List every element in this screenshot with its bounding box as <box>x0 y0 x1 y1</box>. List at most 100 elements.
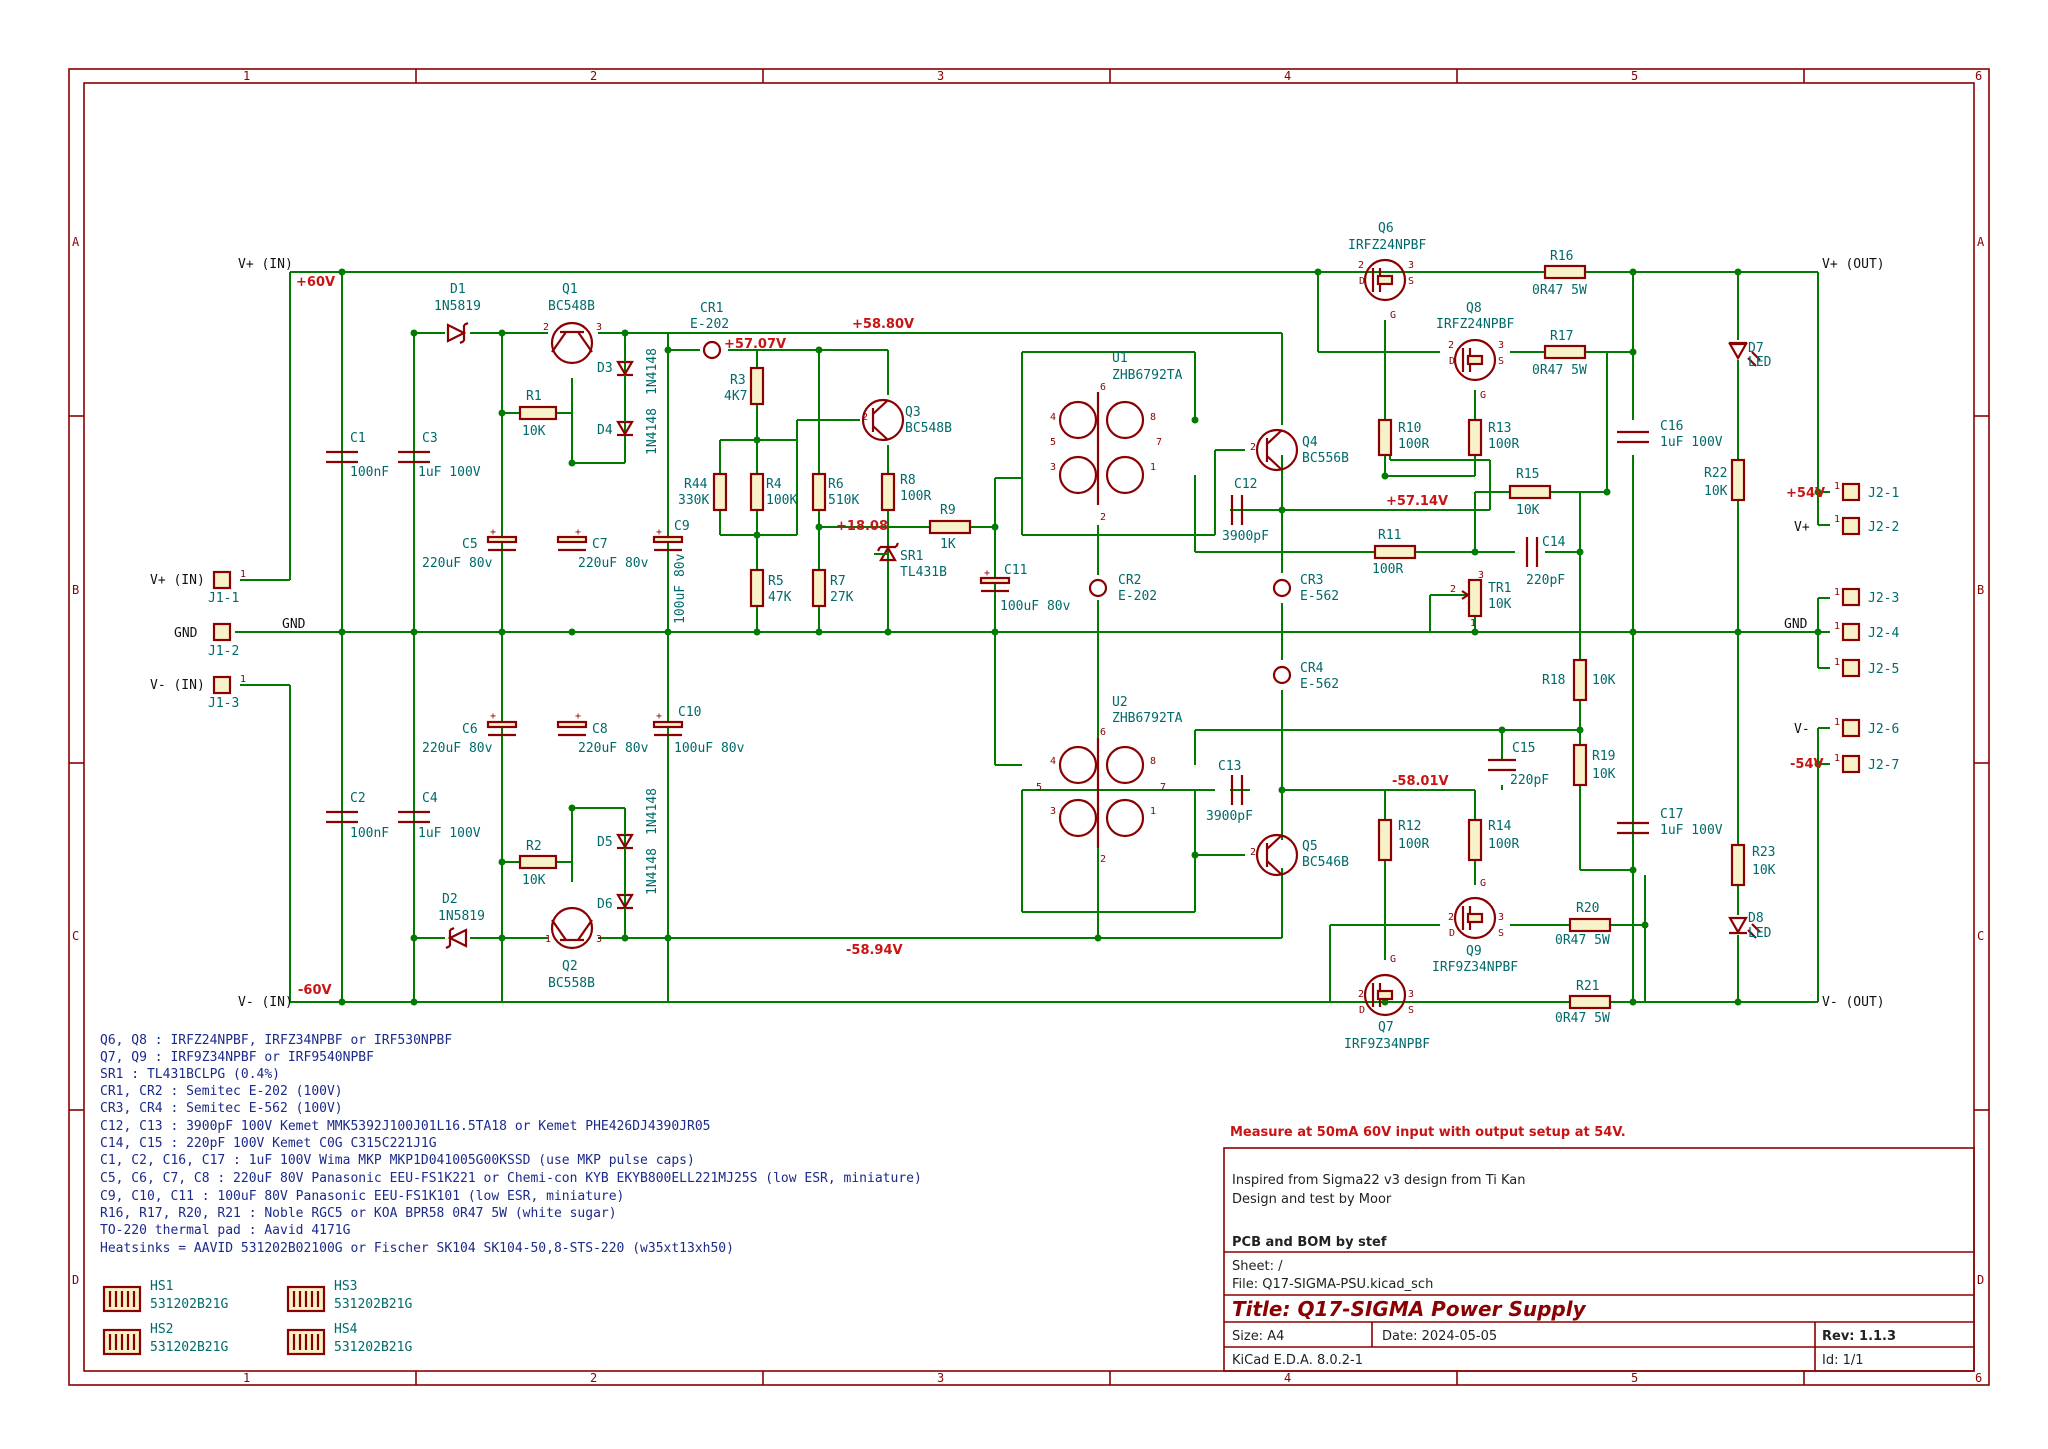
res-R44 <box>712 472 728 512</box>
ref-R13: R13 <box>1488 421 1511 436</box>
note-line-3: SR1 : TL431BCLPG (0.4%) <box>100 1067 280 1082</box>
led-D8 <box>1728 916 1761 939</box>
res-R17 <box>1543 344 1587 360</box>
mosfet-Q6 <box>1363 258 1407 302</box>
ref-C17: C17 <box>1660 807 1683 822</box>
note-line-10: C9, C10, C11 : 100uF 80V Panasonic EEU-F… <box>100 1189 624 1204</box>
ref-C3: C3 <box>422 431 438 446</box>
ref-CR4: CR4 <box>1300 661 1324 676</box>
ecap-C11 <box>979 576 1011 593</box>
pin-Q6-D: D <box>1359 276 1365 287</box>
val-R9: 1K <box>940 537 956 552</box>
pin-U2-3: 3 <box>1050 806 1056 817</box>
pin-U1-7: 7 <box>1156 437 1162 448</box>
val-C3: 1uF 100V <box>418 465 481 480</box>
creg-CR4 <box>1272 665 1292 685</box>
ref-R1: R1 <box>526 389 542 404</box>
val-C2: 100nF <box>350 826 389 841</box>
creg-CR2 <box>1088 578 1108 598</box>
ref-J1-2: J1-2 <box>208 644 239 659</box>
row-label-c-right: C <box>1977 929 1984 943</box>
val-HS1: 531202B21G <box>150 1297 228 1312</box>
cap-C3 <box>398 450 430 464</box>
ref-C10: C10 <box>678 705 701 720</box>
pin-U2-6: 6 <box>1100 727 1106 738</box>
j1-label-vplus: V+ (IN) <box>150 573 205 588</box>
ref-D1: D1 <box>450 282 466 297</box>
measure-note: Measure at 50mA 60V input with output se… <box>1230 1125 1626 1140</box>
ic-U1 <box>1058 392 1145 505</box>
ref-Q5: Q5 <box>1302 839 1318 854</box>
ref-R21: R21 <box>1576 979 1599 994</box>
pin-U1-3: 3 <box>1050 462 1056 473</box>
ref-U2: U2 <box>1112 695 1128 710</box>
note-line-2: Q7, Q9 : IRF9Z34NPBF or IRF9540NPBF <box>100 1050 374 1065</box>
ref-R10: R10 <box>1398 421 1421 436</box>
note-line-5: CR3, CR4 : Semitec E-562 (100V) <box>100 1101 343 1116</box>
ref-C2: C2 <box>350 791 366 806</box>
pin-U1-8: 8 <box>1150 412 1156 423</box>
ref-C14: C14 <box>1542 535 1566 550</box>
ref-C15: C15 <box>1512 741 1535 756</box>
row-label-d-right: D <box>1977 1273 1984 1287</box>
val-R15: 10K <box>1516 503 1540 518</box>
pin-Q8-2: 2 <box>1448 340 1454 351</box>
shunt-SR1 <box>874 542 899 562</box>
pin-Q7-G: G <box>1390 954 1396 965</box>
col-label-2-bottom: 2 <box>590 1371 597 1385</box>
ref-R14: R14 <box>1488 819 1512 834</box>
val-Q7: IRF9Z34NPBF <box>1344 1037 1430 1052</box>
cap-C13 <box>1230 775 1244 805</box>
diode-D2 <box>445 927 468 949</box>
ref-Q2: Q2 <box>562 959 578 974</box>
pin-J2-1: 1 <box>1834 481 1840 492</box>
heatsink-icon-HS4 <box>286 1328 326 1356</box>
ref-J1-3: J1-3 <box>208 696 239 711</box>
res-R16 <box>1543 264 1587 280</box>
ic-U2 <box>1058 738 1145 848</box>
voltage-1808: +18.08 <box>836 519 888 534</box>
pin-Q6-G: G <box>1390 310 1396 321</box>
pin-J1-1: 1 <box>240 569 246 580</box>
val-Q8: IRFZ24NPBF <box>1436 317 1514 332</box>
pin-Q2-3: 3 <box>596 934 602 945</box>
note-line-6: C12, C13 : 3900pF 100V Kemet MMK5392J100… <box>100 1119 710 1134</box>
heatsink-icon-HS1 <box>102 1285 142 1313</box>
pin-Q1-2: 2 <box>543 322 549 333</box>
ref-CR3: CR3 <box>1300 573 1323 588</box>
val-D3: 1N4148 <box>645 408 660 455</box>
val-C11: 100uF 80v <box>1000 599 1071 614</box>
tb-file: File: Q17-SIGMA-PSU.kicad_sch <box>1232 1277 1433 1292</box>
pin-U1-6: 6 <box>1100 382 1106 393</box>
pin-TR1-1: 1 <box>1470 618 1476 629</box>
pin-U1-2: 2 <box>1100 512 1106 523</box>
val-C16: 1uF 100V <box>1660 435 1723 450</box>
component-labels: D1 1N5819 D2 1N5819 Q1 BC548B Q2 BC558B … <box>208 221 1899 1052</box>
ref-Q4: Q4 <box>1302 435 1318 450</box>
ref-HS3: HS3 <box>334 1279 357 1294</box>
pin-C7-plus: + <box>575 527 581 538</box>
pin-Q6-3: 3 <box>1408 260 1414 271</box>
val-D2: 1N5819 <box>438 909 485 924</box>
cap-C14 <box>1525 537 1539 567</box>
ref-HS4: HS4 <box>334 1322 358 1337</box>
pin-J2-4: 1 <box>1834 621 1840 632</box>
net-vminus-out: V- (OUT) <box>1822 995 1885 1010</box>
pin-U2-4: 4 <box>1050 756 1056 767</box>
pin-U2-7: 7 <box>1160 782 1166 793</box>
pin-Q8-G: G <box>1480 390 1486 401</box>
val-C15: 220pF <box>1510 773 1549 788</box>
ref-R17: R17 <box>1550 329 1573 344</box>
res-R11 <box>1373 544 1417 560</box>
net-vminus-j2: V- <box>1794 722 1810 737</box>
res-R5 <box>749 568 765 608</box>
ref-C7: C7 <box>592 537 608 552</box>
val-D1: 1N5819 <box>434 299 481 314</box>
val-R6: 510K <box>828 493 859 508</box>
col-label-3-bottom: 3 <box>937 1371 944 1385</box>
val-C7: 220uF 80v <box>578 556 649 571</box>
note-line-1: Q6, Q8 : IRFZ24NPBF, IRFZ34NPBF or IRF53… <box>100 1033 452 1048</box>
col-label-4: 4 <box>1284 69 1291 83</box>
ref-Q9: Q9 <box>1466 944 1482 959</box>
val-C10: 100uF 80v <box>674 741 745 756</box>
